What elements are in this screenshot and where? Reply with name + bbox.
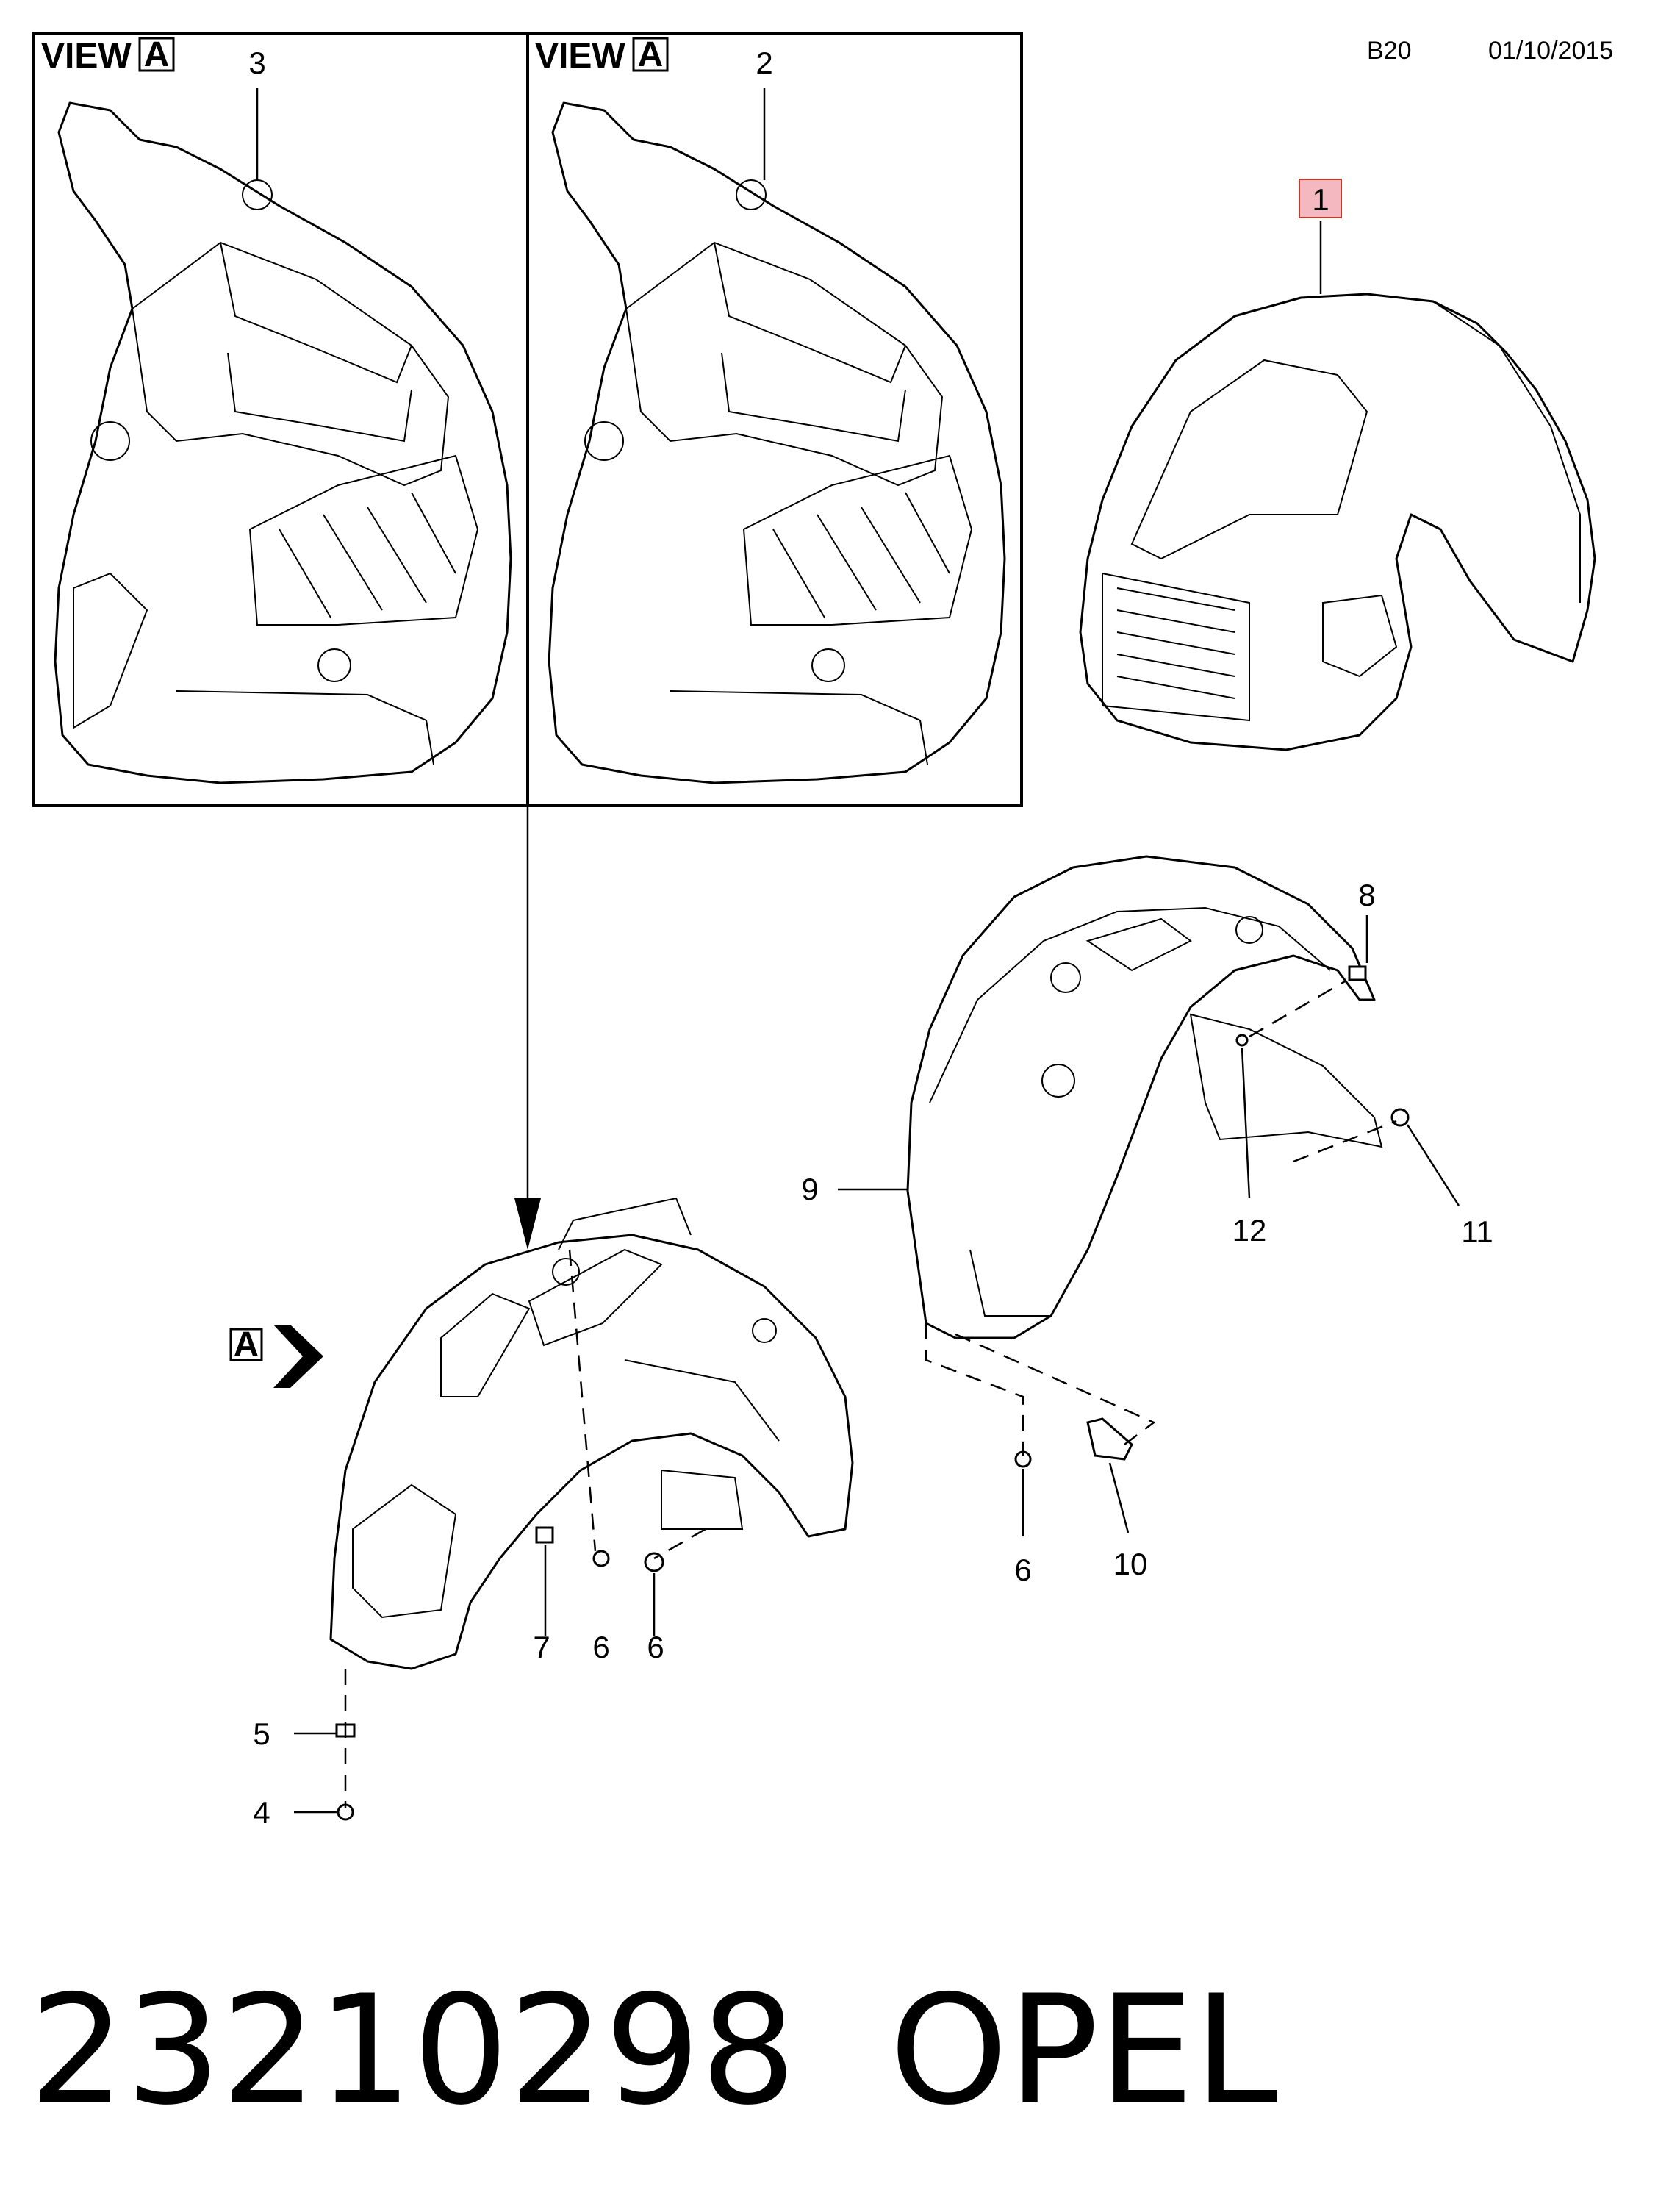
view-title-left: VIEW xyxy=(41,37,132,76)
callout-6-middle: 6 xyxy=(647,1630,664,1664)
callout-4: 4 xyxy=(253,1795,270,1830)
wheel-liner-main xyxy=(329,1197,854,1670)
callout-11: 11 xyxy=(1461,1214,1493,1249)
bracket-10 xyxy=(1086,1417,1133,1461)
view-marker-left: A xyxy=(144,35,170,74)
wheel-liner-view-3 xyxy=(54,101,512,784)
view-a-marker: A xyxy=(234,1325,259,1364)
callout-10: 10 xyxy=(1113,1547,1148,1581)
view-direction-arrow xyxy=(514,806,541,1250)
view-marker-right: A xyxy=(638,35,664,74)
part-number: 23210298 xyxy=(29,1964,796,2138)
diagram-date: 01/10/2015 xyxy=(1488,37,1613,65)
wheel-liner-part-9 xyxy=(906,855,1383,1339)
fastener-6b xyxy=(644,1552,664,1572)
fastener-12 xyxy=(1235,1034,1249,1047)
callout-8: 8 xyxy=(1358,878,1375,912)
fastener-6a xyxy=(592,1550,610,1567)
callout-3: 3 xyxy=(248,46,265,80)
view-panel-right: VIEW A xyxy=(526,32,1023,807)
callout-9: 9 xyxy=(801,1172,818,1206)
callout-7: 7 xyxy=(533,1630,550,1664)
callout-2: 2 xyxy=(756,46,772,80)
callout-12: 12 xyxy=(1232,1213,1267,1248)
callout-6-left: 6 xyxy=(592,1630,609,1664)
callout-5: 5 xyxy=(253,1717,270,1751)
callout-1: 1 xyxy=(1312,182,1329,217)
view-title-right: VIEW xyxy=(535,37,625,76)
fastener-8 xyxy=(1348,965,1367,981)
wheel-liner-part-1 xyxy=(1079,293,1596,751)
brand-name: OPEL xyxy=(889,1964,1278,2138)
fastener-7 xyxy=(535,1526,554,1544)
wheel-liner-view-2 xyxy=(548,101,1006,784)
callout-6-right: 6 xyxy=(1014,1553,1031,1587)
fastener-11 xyxy=(1390,1108,1410,1127)
view-a-arrow: A xyxy=(229,1325,323,1388)
callout-1-highlight xyxy=(1299,179,1342,218)
page-code: B20 xyxy=(1367,37,1412,65)
